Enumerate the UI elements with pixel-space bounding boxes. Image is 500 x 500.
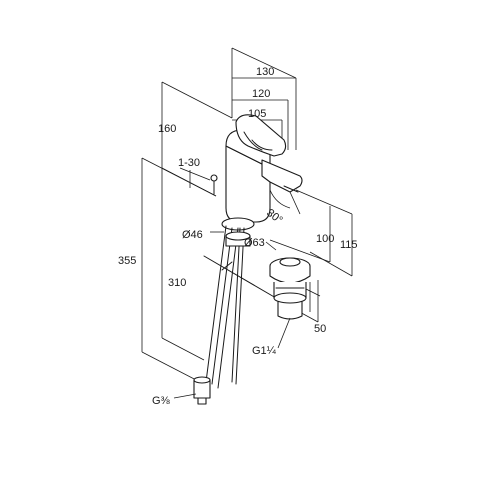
dim-355: 355 — [118, 255, 136, 267]
dim-100: 100 — [316, 233, 334, 245]
dim-105: 105 — [248, 108, 266, 120]
left-dimension-lines — [141, 81, 233, 383]
dim-diameter-46: Ø46 — [182, 229, 203, 241]
supply-hoses — [193, 225, 251, 405]
dim-50: 50 — [314, 323, 326, 335]
dim-diameter-63: Ø63 — [244, 237, 265, 249]
dim-120: 120 — [252, 88, 270, 100]
leader-lines — [173, 231, 291, 399]
dim-115: 115 — [340, 239, 358, 251]
dim-1-30: 1-30 — [178, 157, 200, 169]
faucet-body — [210, 114, 303, 231]
angle-indicator — [269, 189, 301, 215]
thread-g3-8: G⅜ — [152, 395, 171, 407]
dim-160: 160 — [158, 123, 176, 135]
dim-310: 310 — [168, 277, 186, 289]
thread-g1-1-4: G1¼ — [252, 345, 277, 357]
dim-130: 130 — [256, 66, 274, 78]
pop-up-waste — [203, 255, 311, 320]
